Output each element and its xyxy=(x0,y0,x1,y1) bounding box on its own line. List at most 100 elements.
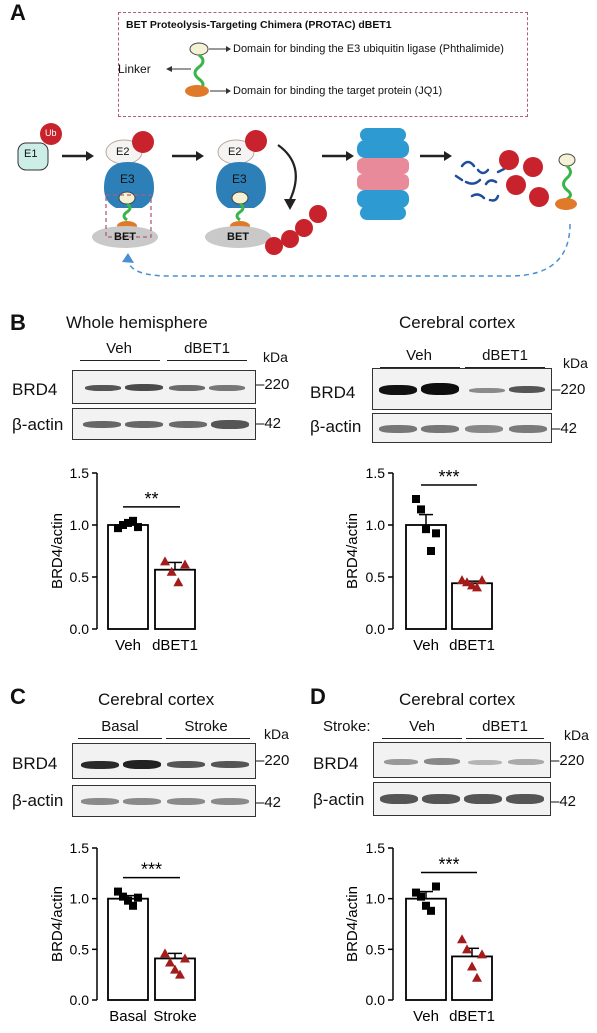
y-tick-label: 1.5 xyxy=(366,840,386,856)
data-point xyxy=(114,887,122,896)
row-label-actin: β-actin xyxy=(12,791,64,810)
panel-b-letter: B xyxy=(10,310,26,335)
western-blot-brd4 xyxy=(373,742,551,778)
data-point xyxy=(124,896,132,905)
row-label-brd4: BRD4 xyxy=(12,754,58,773)
blot-title: Whole hemisphere xyxy=(66,313,208,332)
panel-d-letter: D xyxy=(310,684,326,709)
y-tick-label: 1.5 xyxy=(70,465,90,481)
data-point xyxy=(417,505,425,514)
data-point xyxy=(467,961,477,971)
group-label-dbet1: dBET1 xyxy=(482,347,528,364)
e1-icon xyxy=(17,142,49,171)
data-point xyxy=(457,934,467,944)
y-axis-label: BRD4/actin xyxy=(49,513,66,589)
protac-box-title: BET Proteolysis-Targeting Chimera (PROTA… xyxy=(126,19,392,31)
y-tick-label: 1.0 xyxy=(366,891,386,907)
mw-marker-42: –42 xyxy=(256,415,282,432)
data-point xyxy=(462,944,472,954)
group-label-stroke: Stroke xyxy=(184,718,228,735)
x-tick-label: dBET1 xyxy=(449,637,495,654)
mw-marker-220: –220 xyxy=(256,376,290,393)
x-tick-label: dBET1 xyxy=(449,1008,495,1025)
y-tick-label: 1.5 xyxy=(70,840,90,856)
data-point xyxy=(134,523,142,532)
protac-info-box xyxy=(118,12,528,117)
significance-label: *** xyxy=(438,467,459,487)
data-point xyxy=(165,957,175,967)
data-point xyxy=(427,906,435,915)
y-tick-label: 0.5 xyxy=(70,569,90,585)
data-point xyxy=(417,892,425,901)
jq1-domain-icon xyxy=(185,85,209,97)
y-axis-label: BRD4/actin xyxy=(49,886,66,962)
western-blot-actin xyxy=(372,413,552,443)
e1-label: E1 xyxy=(24,148,38,160)
y-tick-label: 0.0 xyxy=(366,992,386,1008)
stroke-prefix-label: Stroke: xyxy=(323,718,371,735)
y-tick-label: 0.0 xyxy=(70,621,90,637)
group-label-veh: Veh xyxy=(106,340,132,357)
data-point xyxy=(173,577,184,587)
blot-title: Cerebral cortex xyxy=(399,690,516,709)
group-label-dbet1: dBET1 xyxy=(184,340,230,357)
ub-icon xyxy=(132,131,154,153)
y-tick-label: 0.5 xyxy=(70,941,90,957)
e2-label: E2 xyxy=(228,146,242,158)
ub-icon xyxy=(245,130,267,152)
data-point xyxy=(477,949,487,959)
y-axis-label: BRD4/actin xyxy=(344,886,361,962)
significance-label: ** xyxy=(144,489,158,509)
row-label-actin: β-actin xyxy=(313,790,365,809)
data-point xyxy=(160,948,170,958)
western-blot-brd4 xyxy=(72,370,256,404)
data-point xyxy=(129,901,137,910)
e3-ligase-icon xyxy=(104,162,154,208)
ub-icon xyxy=(40,123,62,145)
group-label-veh: Veh xyxy=(409,718,435,735)
western-blot-actin xyxy=(72,408,256,440)
row-label-brd4: BRD4 xyxy=(310,383,356,402)
data-point xyxy=(472,582,482,592)
x-tick-label: dBET1 xyxy=(152,637,198,654)
data-point xyxy=(422,525,430,534)
y-tick-label: 0.0 xyxy=(70,992,90,1008)
mw-marker-220: –220 xyxy=(551,752,585,769)
data-point xyxy=(134,893,142,902)
data-point xyxy=(119,892,127,901)
bar xyxy=(405,897,447,1001)
x-tick-label: Veh xyxy=(115,637,141,654)
bet-protein-icon xyxy=(205,226,271,248)
blot-title: Cerebral cortex xyxy=(98,690,215,709)
western-blot-actin xyxy=(373,782,551,816)
data-point xyxy=(422,901,430,910)
data-point xyxy=(166,566,177,576)
data-point xyxy=(412,888,420,897)
y-axis-label: BRD4/actin xyxy=(344,513,361,589)
e3-domain-label: Domain for binding the E3 ubiquitin liga… xyxy=(233,43,504,55)
e2-label: E2 xyxy=(116,146,130,158)
row-label-brd4: BRD4 xyxy=(313,754,359,773)
bar xyxy=(451,582,493,630)
kda-label: kDa xyxy=(263,349,288,365)
data-point xyxy=(124,518,132,527)
y-tick-label: 0.0 xyxy=(366,621,386,637)
significance-label: *** xyxy=(141,860,162,880)
western-blot-brd4 xyxy=(372,368,552,410)
data-point xyxy=(170,964,180,974)
bar xyxy=(107,897,149,1001)
data-point xyxy=(180,953,190,963)
proteasome-icon xyxy=(357,128,409,220)
ub-label: Ub xyxy=(45,128,57,138)
blot-title: Cerebral cortex xyxy=(399,313,516,332)
data-point xyxy=(160,556,170,566)
protac-schematic xyxy=(17,42,577,277)
group-label-veh: Veh xyxy=(406,347,432,364)
x-tick-label: Veh xyxy=(413,1008,439,1025)
group-label-basal: Basal xyxy=(101,718,139,735)
y-tick-label: 1.0 xyxy=(366,517,386,533)
mw-marker-42: –42 xyxy=(552,420,578,437)
